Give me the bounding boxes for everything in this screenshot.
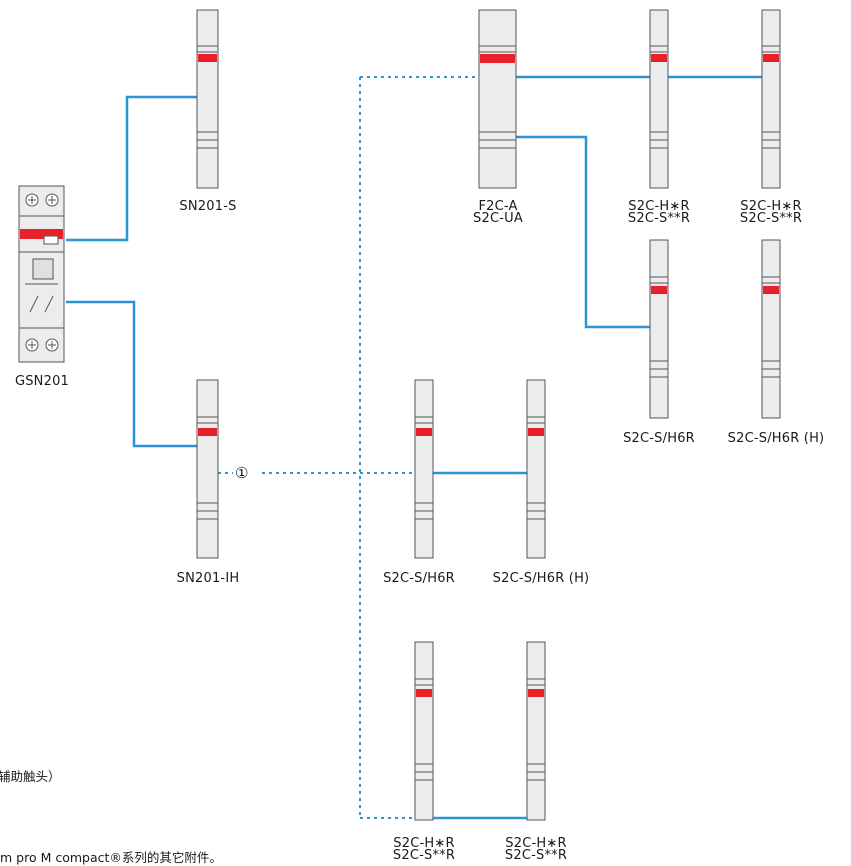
label-s2c-hr-line2: S2C-S**R bbox=[739, 211, 803, 226]
module-s2c-hr-top-1 bbox=[649, 9, 669, 189]
label-s2c-sh6r-middle-1: S2C-S/H6R bbox=[383, 571, 455, 586]
label-f2c-a: F2C-A S2C-UA bbox=[458, 199, 538, 226]
label-sn201-ih: SN201-IH bbox=[176, 571, 240, 586]
module-s2c-sh6r-right-1 bbox=[649, 239, 669, 419]
connection-lines bbox=[66, 75, 762, 820]
label-s2c-sh6r-h-middle-2: S2C-S/H6R (H) bbox=[492, 571, 590, 586]
wire-gsn201-sn201ih bbox=[66, 300, 197, 448]
footnote-1-fragment: 辅助触头） bbox=[0, 769, 61, 784]
module-sn201-s bbox=[196, 9, 219, 189]
wire-f2c-down bbox=[516, 135, 650, 329]
label-s2c-hr-line2: S2C-S**R bbox=[504, 848, 568, 863]
label-s2c-sh6r-right-1: S2C-S/H6R bbox=[623, 431, 695, 446]
footnote-2-fragment: m pro M compact®系列的其它附件。 bbox=[0, 850, 222, 865]
label-s2c-sh6r-h-right-2: S2C-S/H6R (H) bbox=[727, 431, 825, 446]
module-s2c-sh6r-right-2 bbox=[761, 239, 781, 419]
label-s2c-hr-line2: S2C-S**R bbox=[392, 848, 456, 863]
label-s2c-hr-bottom-1: S2C-H∗R S2C-S**R bbox=[377, 836, 471, 863]
label-gsn201: GSN201 bbox=[14, 374, 70, 389]
label-s2c-hr-line2: S2C-S**R bbox=[627, 211, 691, 226]
label-s2c-hr-line1: S2C-H∗R bbox=[505, 836, 567, 851]
module-f2c-a bbox=[478, 9, 517, 189]
label-s2c-hr-line1: S2C-H∗R bbox=[740, 199, 802, 214]
module-s2c-sh6r-middle-2 bbox=[526, 379, 546, 559]
label-s2c-hr-top-1: S2C-H∗R S2C-S**R bbox=[612, 199, 706, 226]
label-s2c-hr-top-2: S2C-H∗R S2C-S**R bbox=[724, 199, 818, 226]
module-s2c-hr-top-2 bbox=[761, 9, 781, 189]
label-f2c-a-line2: S2C-UA bbox=[473, 211, 523, 226]
device-gsn201 bbox=[18, 185, 65, 363]
label-sn201-s: SN201-S bbox=[179, 199, 237, 214]
module-s2c-hr-bottom-1 bbox=[414, 641, 434, 821]
label-s2c-hr-line1: S2C-H∗R bbox=[628, 199, 690, 214]
label-s2c-hr-bottom-2: S2C-H∗R S2C-S**R bbox=[489, 836, 583, 863]
module-s2c-sh6r-middle-1 bbox=[414, 379, 434, 559]
label-s2c-hr-line1: S2C-H∗R bbox=[393, 836, 455, 851]
wire-gsn201-sn201s bbox=[66, 95, 197, 242]
reference-marker-1: ① bbox=[235, 464, 249, 482]
module-sn201-ih bbox=[196, 379, 219, 559]
module-s2c-hr-bottom-2 bbox=[526, 641, 546, 821]
label-f2c-a-line1: F2C-A bbox=[478, 199, 518, 214]
